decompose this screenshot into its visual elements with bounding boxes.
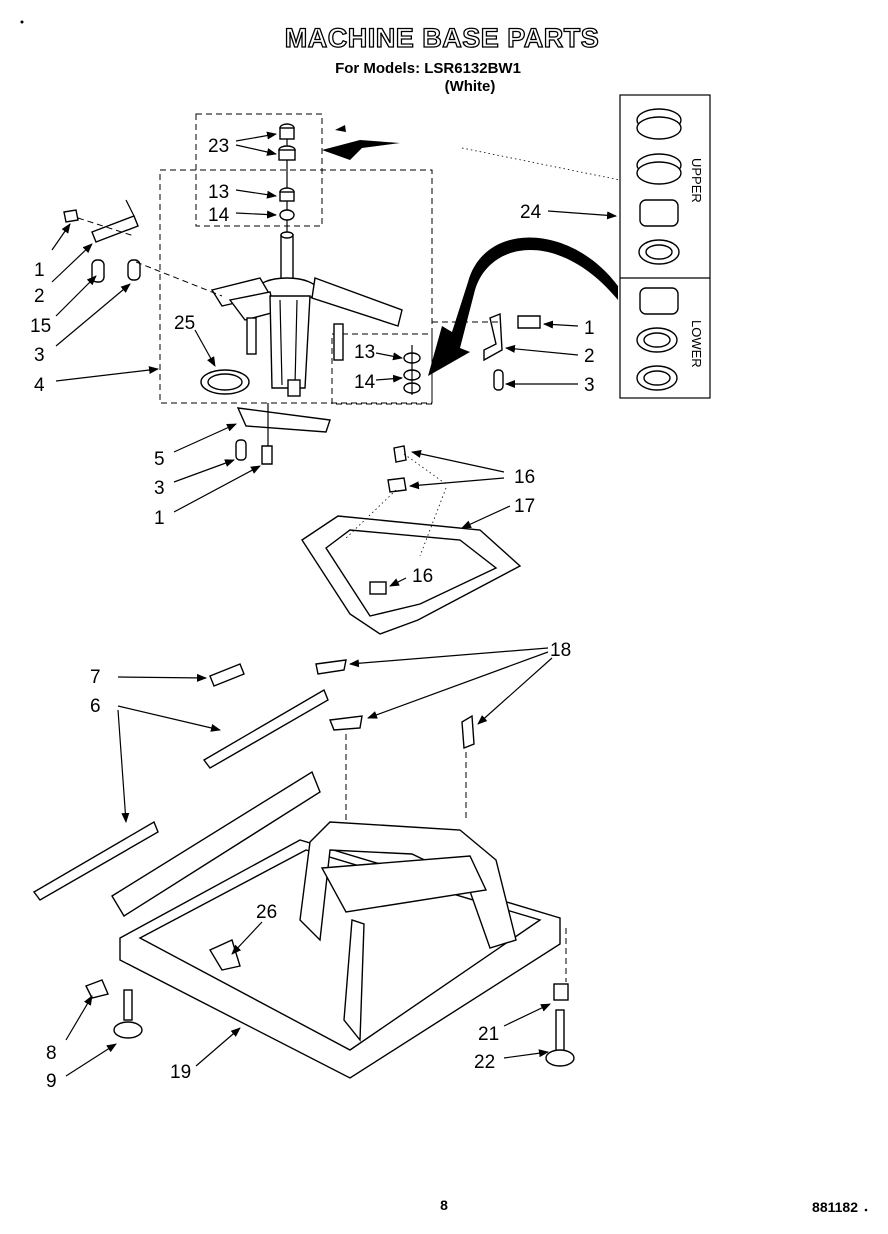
suspension-kit-box: [461, 94, 711, 399]
callout-numbers: 23 13 14 1 2 15 3 4 25 13 14 1 2 3 24 5 …: [30, 136, 595, 1092]
model-subtitle: For Models: LSR6132BW1: [335, 60, 521, 77]
callout-14-upper: 14: [208, 205, 230, 226]
kit-lower-label: LOWER: [689, 320, 704, 368]
kit-upper-label: UPPER: [689, 158, 704, 203]
callout-2-right: 2: [584, 346, 595, 367]
callout-3-right: 3: [584, 375, 595, 396]
callout-8: 8: [46, 1043, 57, 1064]
callout-16-lower: 16: [412, 566, 433, 587]
callout-9: 9: [46, 1071, 57, 1092]
leveling-legs: [85, 979, 575, 1067]
callout-5: 5: [154, 449, 165, 470]
callout-16-top: 16: [514, 467, 535, 488]
page-title: MACHINE BASE PARTS: [285, 23, 600, 53]
color-note: (White): [445, 78, 496, 95]
top-support-frame: [301, 445, 522, 635]
corner-mark: [20, 20, 24, 24]
upper-assembly-frames: [159, 113, 433, 405]
left-snubber-bracket: [63, 199, 223, 297]
springs-and-rails: [32, 659, 475, 901]
lower-snubber-bracket: [235, 403, 331, 465]
callout-22: 22: [474, 1052, 495, 1073]
callout-7: 7: [90, 667, 101, 688]
right-snubber-bracket: [432, 312, 541, 391]
direction-arrow-curved: [428, 237, 618, 376]
callout-18: 18: [550, 640, 571, 661]
callout-13-upper: 13: [208, 182, 229, 203]
callout-23: 23: [208, 136, 229, 157]
page-number: 8: [440, 1197, 448, 1213]
callout-19: 19: [170, 1062, 191, 1083]
callout-2-left: 2: [34, 286, 45, 307]
machine-base-frame: [111, 770, 567, 1079]
callout-13-right: 13: [354, 342, 375, 363]
callout-1-left: 1: [34, 260, 45, 281]
callout-21: 21: [478, 1024, 499, 1045]
tub-bearing-parts: [278, 123, 296, 236]
callout-4: 4: [34, 375, 45, 396]
direction-arrow-top: [322, 140, 400, 160]
callout-3-left: 3: [34, 345, 45, 366]
washers-right: [403, 345, 421, 395]
callout-17: 17: [514, 496, 535, 517]
callout-6: 6: [90, 696, 101, 717]
spider-hub: [210, 231, 403, 397]
callout-24: 24: [520, 202, 542, 223]
callout-14-right: 14: [354, 372, 376, 393]
callout-1-right: 1: [584, 318, 595, 339]
callout-26: 26: [256, 902, 277, 923]
callout-1-lower: 1: [154, 508, 165, 529]
callout-25: 25: [174, 313, 195, 334]
callout-3-lower: 3: [154, 478, 165, 499]
document-code: 881182: [812, 1199, 858, 1215]
callout-15: 15: [30, 316, 51, 337]
